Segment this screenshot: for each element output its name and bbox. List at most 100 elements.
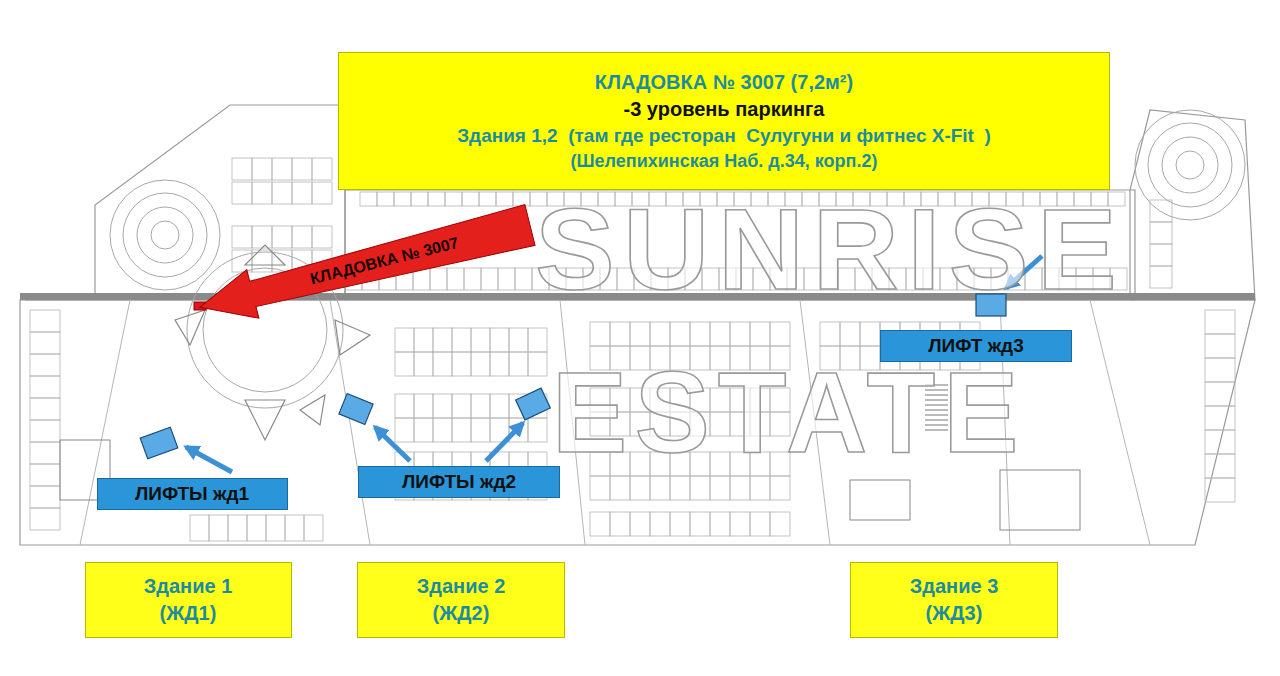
parking-stall	[1205, 478, 1235, 502]
parking-stall	[770, 322, 790, 346]
parking-stall	[528, 352, 547, 376]
parking-stall	[272, 226, 292, 248]
parking-stall	[1205, 358, 1235, 382]
parking-stall	[471, 328, 490, 352]
parking-stall	[30, 442, 60, 464]
parking-stall	[414, 394, 433, 418]
parking-stall	[1150, 244, 1172, 266]
plan-outline	[175, 310, 205, 345]
parking-stall	[690, 322, 710, 346]
parking-stall	[528, 328, 547, 352]
parking-stall	[770, 512, 790, 536]
node-heading: ЛИФТЫ жд1	[135, 481, 249, 507]
parking-stall	[462, 192, 479, 206]
parking-stall	[433, 352, 452, 376]
parking-stall	[292, 226, 312, 248]
title-box: КЛАДОВКА № 3007 (7,2м²)-3 уровень паркин…	[338, 52, 1110, 190]
parking-stall	[30, 508, 60, 530]
parking-stall	[471, 394, 490, 418]
parking-stall	[272, 182, 292, 204]
parking-stall	[498, 268, 515, 290]
parking-stall	[312, 158, 332, 180]
parking-stall	[252, 226, 272, 248]
parking-stall	[479, 192, 496, 206]
parking-stall	[650, 322, 670, 346]
leader-arrow	[375, 427, 410, 461]
parking-stall	[464, 268, 481, 290]
parking-stall	[30, 486, 60, 508]
plan-outline	[245, 400, 285, 440]
parking-stall	[190, 515, 209, 541]
plan-wall	[1090, 300, 1150, 545]
leader-arrow	[186, 447, 232, 472]
building-box: Здание 1(ЖД1)	[85, 562, 292, 638]
arrow-body	[194, 201, 536, 332]
node-heading: КЛАДОВКА № 3007 (7,2м²)	[595, 69, 853, 96]
parking-stall	[860, 322, 880, 346]
parking-stall	[1205, 382, 1235, 406]
lift-label: ЛИФТЫ жд1	[97, 478, 288, 510]
node-text: Здания 1,2 (там где ресторан Сулугуни и …	[457, 123, 991, 149]
parking-stall	[690, 476, 710, 500]
lift-symbol	[339, 394, 373, 425]
parking-stall	[1205, 454, 1235, 478]
pointer-arrow: КЛАДОВКА № 3007	[194, 201, 536, 332]
parking-stall	[670, 322, 690, 346]
node-text: -3 уровень паркинга	[624, 96, 825, 123]
parking-stall	[377, 192, 394, 206]
parking-stall	[481, 268, 498, 290]
parking-stall	[650, 512, 670, 536]
parking-stall	[496, 192, 513, 206]
parking-stall	[312, 182, 332, 204]
node-heading: Здание 1	[144, 573, 233, 600]
parking-stall	[452, 394, 471, 418]
parking-stall	[610, 476, 630, 500]
parking-stall	[30, 398, 60, 420]
node-heading: Здание 3	[910, 573, 999, 600]
lift-symbol	[516, 388, 551, 420]
plan-outline	[245, 245, 285, 265]
parking-stall	[292, 182, 312, 204]
parking-stall	[452, 418, 471, 442]
parking-stall	[690, 512, 710, 536]
node-text: (Шелепихинская Наб. д.34, корп.2)	[571, 149, 878, 173]
parking-stall	[509, 328, 528, 352]
parking-stall	[490, 328, 509, 352]
parking-stall	[509, 352, 528, 376]
parking-stall	[1150, 266, 1172, 288]
parking-stall	[840, 322, 860, 346]
parking-stall	[630, 322, 650, 346]
parking-stall	[428, 192, 445, 206]
parking-stall	[730, 322, 750, 346]
parking-stall	[710, 322, 730, 346]
parking-stall	[395, 328, 414, 352]
parking-stall	[1205, 334, 1235, 358]
node-text: (ЖД1)	[160, 600, 217, 627]
parking-stall	[630, 512, 650, 536]
parking-stall	[411, 192, 428, 206]
parking-stall	[312, 226, 332, 248]
parking-stall	[610, 512, 630, 536]
parking-stall	[232, 226, 252, 248]
parking-stall	[232, 182, 252, 204]
parking-stall	[433, 418, 452, 442]
parking-stall	[590, 322, 610, 346]
parking-stall	[247, 515, 266, 541]
parking-stall	[670, 512, 690, 536]
parking-stall	[30, 464, 60, 486]
parking-stall	[515, 268, 532, 290]
plan-room	[850, 480, 910, 520]
parking-stall	[228, 515, 247, 541]
node-text: (ЖД2)	[433, 600, 490, 627]
parking-stall	[820, 322, 840, 346]
parking-stall	[750, 476, 770, 500]
parking-stall	[750, 512, 770, 536]
parking-stall	[414, 352, 433, 376]
parking-stall	[1205, 406, 1235, 430]
parking-stall	[395, 418, 414, 442]
parking-stall	[445, 192, 462, 206]
parking-stall	[750, 322, 770, 346]
building-box: Здание 2(ЖД2)	[357, 562, 565, 638]
parking-stall	[30, 310, 60, 332]
